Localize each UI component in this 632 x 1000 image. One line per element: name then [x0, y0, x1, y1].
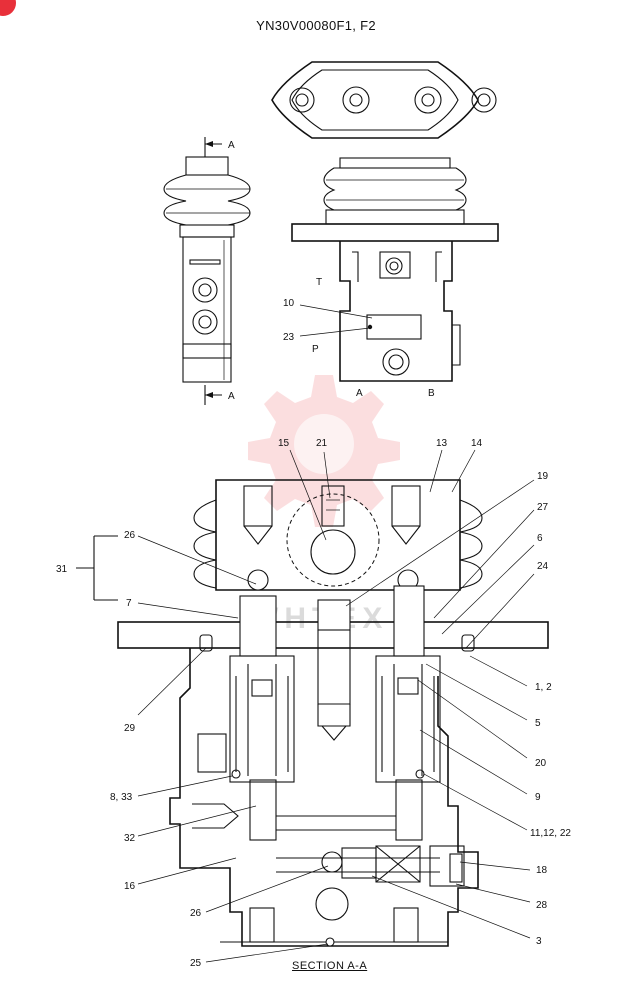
callout-8-33: 8, 33 [110, 792, 133, 803]
callout-24: 24 [537, 561, 549, 572]
callout-9: 9 [535, 792, 541, 803]
callout-3: 3 [536, 936, 542, 947]
callout-21: 21 [316, 438, 328, 449]
callout-labels: 15 21 13 14 19 27 26 6 31 24 7 1, 2 29 5… [56, 438, 571, 969]
callout-5: 5 [535, 718, 541, 729]
callout-14: 14 [471, 438, 483, 449]
callout-32: 32 [124, 833, 136, 844]
watermark-logo: WHTEX [248, 375, 400, 635]
callout-18: 18 [536, 865, 548, 876]
callout-15: 15 [278, 438, 290, 449]
callout-20: 20 [535, 758, 547, 769]
callout-31: 31 [56, 564, 68, 575]
callout-28: 28 [536, 900, 548, 911]
callout-16: 16 [124, 881, 136, 892]
callout-19: 19 [537, 471, 549, 482]
callout-7: 7 [126, 598, 132, 609]
drawing-title: YN30V00080F1, F2 [256, 18, 376, 33]
section-mark-bottom: A [228, 391, 235, 402]
callout-1-2: 1, 2 [535, 682, 552, 693]
leader-lines [137, 449, 535, 963]
callout-26-bottom: 26 [190, 908, 202, 919]
callout-29: 29 [124, 723, 136, 734]
callout-23: 23 [283, 332, 295, 343]
callout-6: 6 [537, 533, 543, 544]
section-view [76, 479, 549, 947]
top-flange-view [271, 61, 497, 139]
port-label-t: T [316, 277, 322, 288]
callout-13: 13 [436, 438, 448, 449]
callout-26-top: 26 [124, 530, 136, 541]
callout-11-12-22: 11,12, 22 [530, 828, 571, 839]
section-mark-top: A [228, 140, 235, 151]
port-label-b: B [428, 388, 435, 399]
callout-25: 25 [190, 958, 202, 969]
port-label-a: A [356, 388, 363, 399]
corner-badge [0, 0, 16, 16]
side-view: A A [163, 137, 251, 405]
front-view: T P A B 10 23 [283, 157, 499, 399]
callout-10: 10 [283, 298, 295, 309]
port-label-p: P [312, 344, 319, 355]
callout-27: 27 [537, 502, 549, 513]
section-caption: SECTION A-A [292, 960, 368, 972]
